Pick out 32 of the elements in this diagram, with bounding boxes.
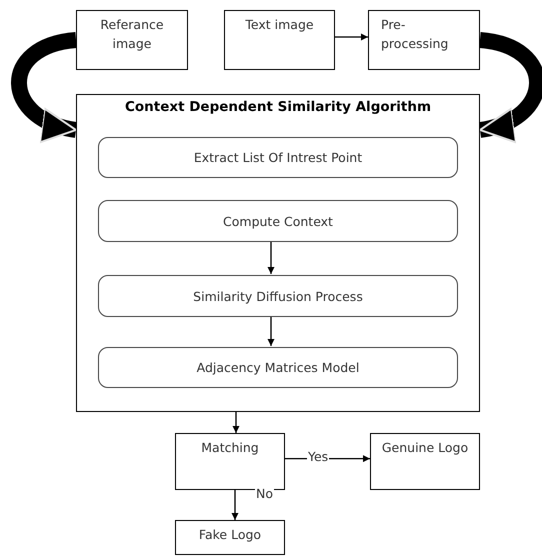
arrow (285, 455, 370, 462)
curved-arrow (478, 32, 542, 140)
container-heading: Context Dependent Similarity Algorithm (124, 98, 432, 115)
step-label: Fake Logo (198, 526, 262, 544)
process-box (76, 10, 188, 70)
edge-label: No (255, 486, 274, 501)
step-label: Compute Context (223, 214, 333, 228)
arrow (268, 241, 274, 274)
step-box (98, 200, 458, 242)
step-label: Matching (200, 439, 260, 457)
step-label: Extract List Of Intrest Point (194, 150, 362, 165)
process-box (175, 520, 285, 555)
arrow (268, 316, 274, 346)
edge-label: Yes (307, 449, 330, 464)
curved-arrow (11, 32, 78, 140)
process-box (175, 433, 285, 490)
arrow (335, 34, 368, 40)
arrow (232, 490, 238, 520)
step-label: Text image (244, 16, 315, 34)
process-box (368, 10, 480, 70)
step-box (98, 137, 458, 178)
step-box (98, 275, 458, 317)
step-label: Similarity Diffusion Process (193, 288, 363, 304)
step-label: Genuine Logo (380, 439, 470, 457)
step-label: Referance image (99, 16, 165, 54)
arrow (232, 412, 240, 433)
algorithm-container (76, 94, 480, 412)
process-box (370, 433, 480, 490)
step-box (98, 347, 458, 388)
step-label: Pre- processing (380, 16, 450, 54)
step-label: Adjacency Matrices Model (196, 360, 360, 375)
process-box (224, 10, 335, 70)
